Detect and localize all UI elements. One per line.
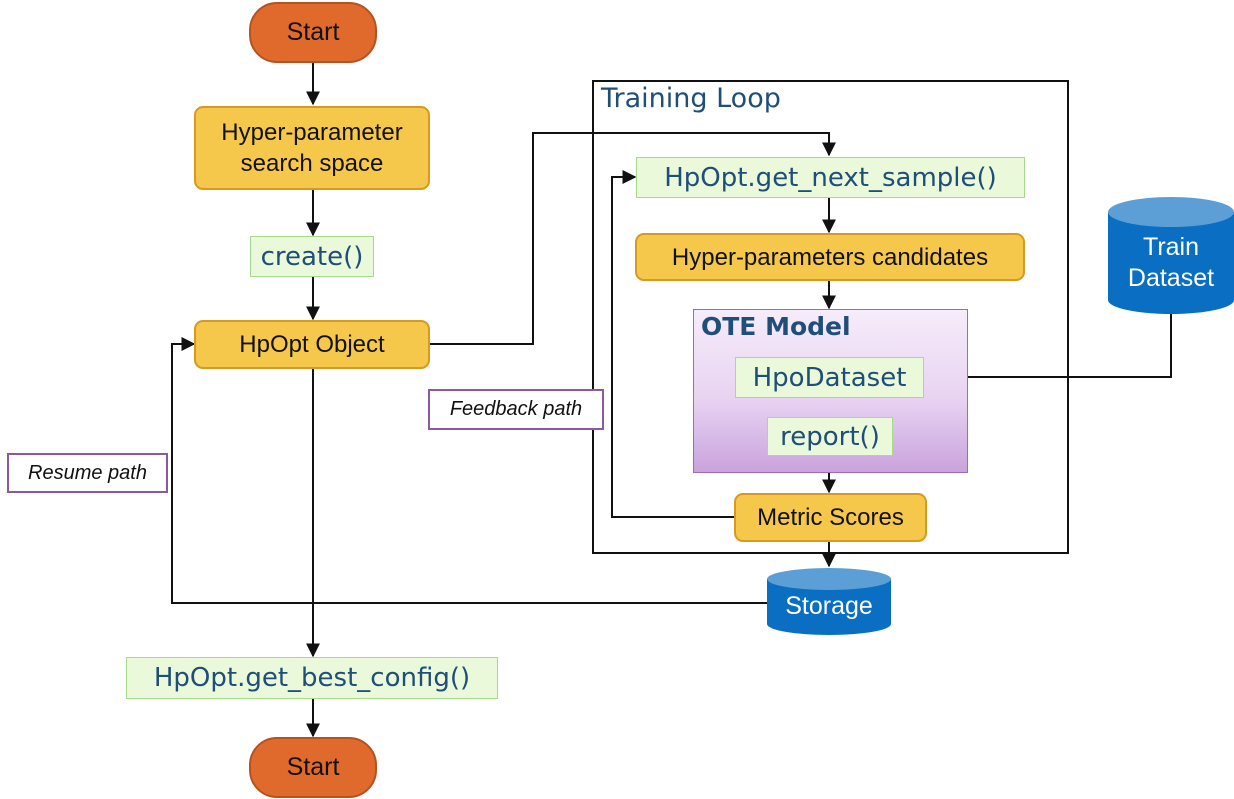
report-call: report() [767,417,893,456]
search-space-node: Hyper-parameter search space [194,106,430,190]
train-dataset-line1: Train [1142,233,1200,261]
hpopt-object-node: HpOpt Object [194,320,430,369]
start-terminal: Start [249,2,377,63]
hpo-dataset-call: HpoDataset [735,357,924,398]
create-call: create() [250,236,374,277]
train-dataset-line2: Dataset [1127,264,1215,292]
arrow-train-dataset-to-hpodataset [922,314,1172,384]
metric-scores-node: Metric Scores [734,493,927,542]
get-next-sample-call: HpOpt.get_next_sample() [636,157,1025,198]
resume-path-note: Resume path [7,453,168,493]
training-loop-title: Training Loop [601,83,781,114]
feedback-path-note: Feedback path [428,389,604,430]
storage-cylinder [767,568,891,635]
end-terminal: Start [249,737,377,798]
candidates-node: Hyper-parameters candidates [635,233,1025,281]
arrow-feedback-path [611,170,734,518]
training-loop-frame [592,80,1069,554]
train-dataset-label: Train Dataset [1108,232,1234,294]
train-dataset-cylinder [1108,197,1234,314]
get-best-config-call: HpOpt.get_best_config() [126,657,498,699]
ote-model-title: OTE Model [701,312,851,341]
arrow-resume-path [171,337,767,604]
arrow-hpopt-to-next-sample [430,132,836,345]
storage-label: Storage [785,592,873,620]
